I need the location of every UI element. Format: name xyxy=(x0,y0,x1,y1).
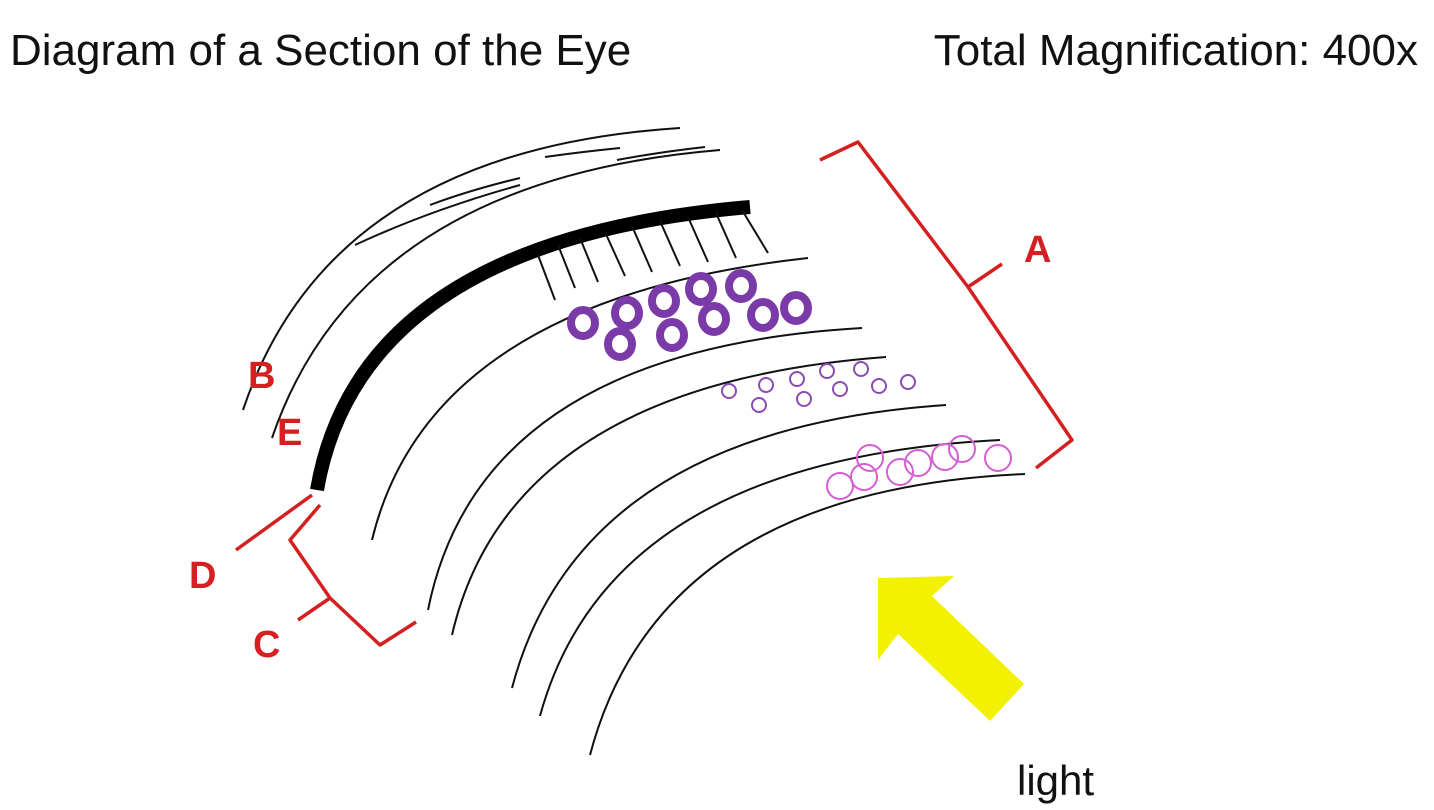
large-cell xyxy=(604,327,636,361)
label-b: B xyxy=(248,355,275,397)
retina-layer-lines xyxy=(371,257,1026,756)
ganglion-cell xyxy=(904,449,932,477)
label-light: light xyxy=(1017,757,1094,804)
pointer-d xyxy=(234,493,314,552)
bracket-a xyxy=(819,140,1074,470)
bracket-c xyxy=(288,503,417,647)
light-arrow xyxy=(878,576,1024,721)
sclera-inner-line xyxy=(271,149,721,439)
large-cell xyxy=(648,284,680,318)
small-cell xyxy=(853,361,869,377)
pigment-layer xyxy=(310,200,751,492)
small-cell xyxy=(758,377,774,393)
ganglion-cell xyxy=(948,435,976,463)
large-cell xyxy=(698,302,730,336)
diagram-title: Diagram of a Section of the Eye xyxy=(10,26,632,75)
ganglion-cell-layer xyxy=(826,435,1012,500)
layer-line-2 xyxy=(427,327,863,611)
sclera-fiber-2 xyxy=(429,177,521,206)
sclera-outer-line xyxy=(242,127,681,411)
large-cell xyxy=(725,269,757,303)
large-cell xyxy=(656,318,688,352)
photoreceptor-lines xyxy=(537,209,769,301)
large-cell xyxy=(685,272,717,306)
ganglion-cell xyxy=(826,472,854,500)
ganglion-cell xyxy=(886,458,914,486)
label-e: E xyxy=(277,412,302,454)
layer-line-1 xyxy=(371,257,809,541)
sclera-fiber-1 xyxy=(354,184,521,246)
sclera-lines xyxy=(242,127,721,439)
small-cell xyxy=(789,371,805,387)
layer-line-5 xyxy=(539,439,1001,717)
layer-line-6 xyxy=(589,473,1026,756)
layer-line-4 xyxy=(511,404,947,689)
ganglion-cell xyxy=(856,444,884,472)
large-cell xyxy=(747,298,779,332)
small-cell xyxy=(796,391,812,407)
label-c: C xyxy=(253,624,280,666)
layer-line-3 xyxy=(451,356,887,636)
small-cell xyxy=(871,378,887,394)
ganglion-cell xyxy=(931,443,959,471)
small-cell xyxy=(900,374,916,390)
label-a: A xyxy=(1024,229,1051,271)
label-d: D xyxy=(189,555,216,597)
small-cell xyxy=(721,383,737,399)
sclera-fiber-4 xyxy=(616,146,706,161)
label-markers xyxy=(234,140,1074,647)
ganglion-cell xyxy=(984,444,1012,472)
ganglion-cell xyxy=(850,463,878,491)
small-cell xyxy=(751,397,767,413)
large-cell xyxy=(780,291,812,325)
large-cell xyxy=(611,296,643,330)
small-cell xyxy=(832,381,848,397)
small-cell-layer xyxy=(721,361,916,413)
large-cell xyxy=(567,306,599,340)
sclera-fiber-3 xyxy=(544,147,621,158)
large-cell-layer xyxy=(567,269,812,361)
small-cell xyxy=(819,363,835,379)
magnification-label: Total Magnification: 400x xyxy=(933,26,1418,75)
